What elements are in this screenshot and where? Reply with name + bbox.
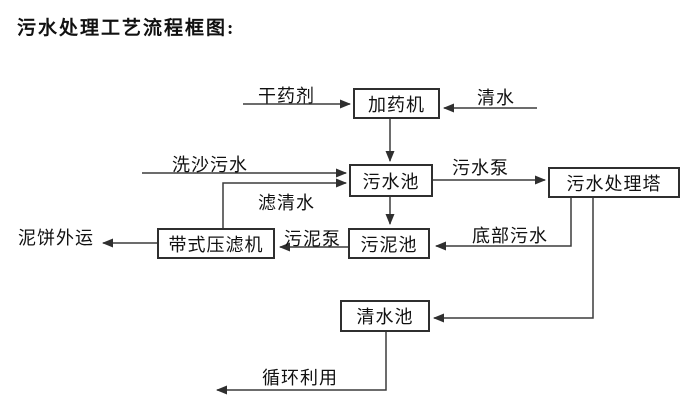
node-dosing-machine: 加药机 [353,88,440,119]
arrow-clean-water-pool-recycle [216,332,387,395]
node-sewage-pool: 污水池 [349,164,433,197]
label-sand-washing-sewage: 洗沙污水 [172,155,248,175]
label-dry-agent: 干药剂 [258,86,315,106]
label-sewage-pump: 污水泵 [452,158,509,178]
label-recycle-use: 循环利用 [262,368,338,388]
diagram-title: 污水处理工艺流程框图: [17,18,236,39]
label-mud-cake-out: 泥饼外运 [18,228,94,248]
label-bottom-sewage: 底部污水 [472,226,548,246]
node-belt-filter-press: 带式压滤机 [157,228,275,259]
label-clean-water: 清水 [477,88,515,108]
label-filtered-water: 滤清水 [258,193,315,213]
node-sludge-pool: 污泥池 [348,228,430,259]
arrow-bottom-sewage-tower-to-sludge-pool [435,198,572,251]
node-sewage-treatment-tower: 污水处理塔 [548,167,680,198]
node-clean-water-pool: 清水池 [340,300,430,332]
arrow-tower-to-clean-water-pool [433,198,594,323]
arrow-filtered-water-belt-press-to-sewage-pool [222,178,347,229]
label-sludge-pump: 污泥泵 [284,229,341,249]
